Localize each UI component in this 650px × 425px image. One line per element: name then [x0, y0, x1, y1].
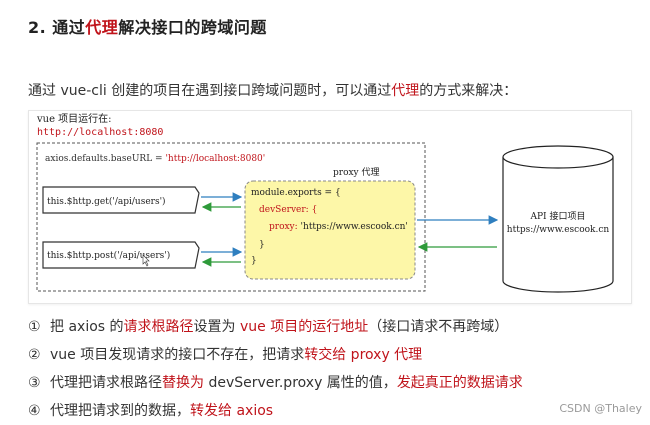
step-1-part-3: 设置为: [193, 319, 240, 335]
heading-highlight: 代理: [85, 18, 119, 37]
api-url: https://www.escook.cn: [507, 225, 610, 235]
intro-highlight: 代理: [391, 83, 420, 99]
code-line5: }: [251, 256, 257, 266]
proxy-diagram: vue 项目运行在: http://localhost:8080 axios.d…: [28, 110, 632, 304]
step-3-number: ③: [28, 375, 41, 391]
heading-suffix: 解决接口的跨域问题: [118, 18, 267, 37]
project-url: http://localhost:8080: [37, 127, 163, 138]
intro-suffix: 的方式来解决：: [419, 83, 518, 99]
baseurl-prefix: axios.defaults.baseURL =: [45, 154, 165, 164]
get-request-card: [42, 186, 200, 214]
code-line1: module.exports = {: [251, 188, 341, 198]
get-call-text: this.$http.get('/api/users'): [47, 196, 166, 207]
post-request-card: [42, 241, 200, 269]
step-3-part-4: 发起真正的数据请求: [396, 375, 523, 391]
diagram-canvas: vue 项目运行在: http://localhost:8080 axios.d…: [36, 112, 614, 293]
step-1-part-1: 把 axios 的: [50, 319, 124, 335]
step-1-part-2: 请求根路径: [123, 319, 194, 335]
proxy-box: [244, 180, 416, 280]
baseurl-value: 'http://localhost:8080': [165, 154, 265, 164]
csdn-watermark: CSDN @Thaley: [559, 402, 642, 415]
project-label: vue 项目运行在:: [36, 112, 112, 125]
baseurl-line: axios.defaults.baseURL = 'http://localho…: [45, 154, 265, 164]
section-heading: 2. 通过代理解决接口的跨域问题: [28, 14, 267, 38]
api-database-top: [502, 145, 614, 169]
vue-project-box: [36, 142, 426, 292]
step-1-part-4: vue 项目的运行地址: [239, 319, 369, 335]
code-line3: proxy: 'https://www.escook.cn': [269, 222, 408, 232]
step-2-number: ②: [28, 347, 41, 363]
step-1: ① 把 axios 的请求根路径设置为 vue 项目的运行地址（接口请求不再跨域）: [28, 316, 508, 336]
step-2-part-2: 转交给 proxy 代理: [304, 347, 423, 363]
api-title: API 接口项目: [530, 210, 586, 222]
step-1-part-5: （接口请求不再跨域）: [368, 319, 509, 335]
step-2: ② vue 项目发现请求的接口不存在，把请求转交给 proxy 代理: [28, 344, 422, 364]
code-line3-val: 'https://www.escook.cn': [301, 222, 408, 232]
cursor-icon: [142, 254, 150, 267]
post-call-text: this.$http.post('/api/users'): [47, 250, 170, 261]
api-database-icon: [502, 157, 614, 293]
heading-prefix: 2. 通过: [28, 18, 86, 37]
step-1-number: ①: [28, 319, 41, 335]
step-3-part-2: 替换为: [162, 375, 204, 391]
proxy-title: proxy 代理: [333, 167, 380, 178]
intro-text: 通过 vue-cli 创建的项目在遇到接口跨域问题时，可以通过代理的方式来解决：: [28, 80, 517, 100]
step-4-number: ④: [28, 403, 41, 419]
code-line4: }: [259, 240, 265, 250]
code-line2: devServer: {: [259, 205, 317, 215]
step-3-part-3: devServer.proxy 属性的值，: [204, 375, 397, 391]
code-line3-key: proxy:: [269, 222, 301, 232]
step-3: ③ 代理把请求根路径替换为 devServer.proxy 属性的值，发起真正的数…: [28, 372, 523, 392]
intro-prefix: 通过 vue-cli 创建的项目在遇到接口跨域问题时，可以通过: [28, 83, 392, 99]
step-4: ④ 代理把请求到的数据，转发给 axios: [28, 400, 273, 420]
step-3-part-1: 代理把请求根路径: [50, 375, 162, 391]
step-4-part-1: 代理把请求到的数据，: [50, 403, 190, 419]
step-4-part-2: 转发给 axios: [190, 403, 274, 419]
step-2-part-1: vue 项目发现请求的接口不存在，把请求: [50, 347, 305, 363]
